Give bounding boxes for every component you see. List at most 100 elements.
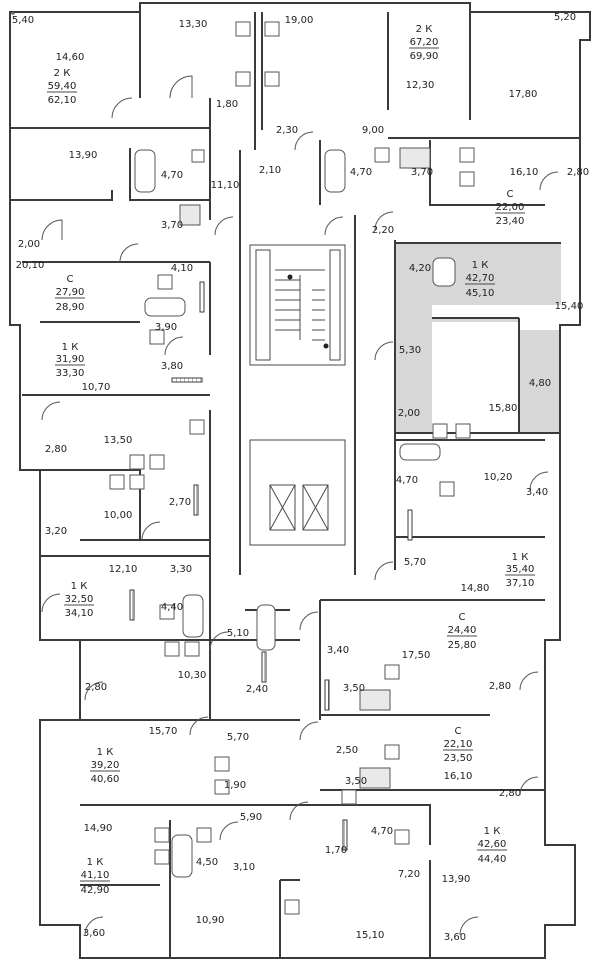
room-area-label: 17,80 <box>509 89 538 100</box>
room-area-label: 10,00 <box>104 510 133 521</box>
room-area-label: 5,90 <box>240 812 262 823</box>
apartment-label[interactable]: С 24,40 25,80 <box>447 612 477 651</box>
room-area-label: 5,10 <box>227 628 249 639</box>
room-area-label: 3,50 <box>345 776 367 787</box>
door-swings <box>41 75 559 936</box>
apartment-type: 2 К <box>54 68 71 79</box>
room-area-label: 17,50 <box>402 650 431 661</box>
apartment-label[interactable]: С 22,10 23,50 <box>443 726 473 764</box>
apartment-type: 1 К <box>484 826 501 837</box>
apartment-label[interactable]: С 22,00 23,40 <box>495 189 525 227</box>
apartment-label[interactable]: С 27,90 28,90 <box>55 274 85 313</box>
apartment-type: 2 К <box>416 24 433 35</box>
room-area-label: 4,40 <box>161 602 183 613</box>
apartment-total-area: 45,10 <box>466 288 495 299</box>
room-area-label: 2,80 <box>567 167 589 178</box>
apartment-living-area: 27,90 <box>56 287 85 298</box>
room-area-label: 1,90 <box>224 780 246 791</box>
apartment-total-area: 40,60 <box>91 774 120 785</box>
apartment-living-area: 59,40 <box>48 81 77 92</box>
room-area-label: 15,40 <box>555 301 584 312</box>
apartment-living-area: 39,20 <box>91 760 120 771</box>
room-area-label: 3,70 <box>411 167 433 178</box>
room-area-label: 3,40 <box>526 487 548 498</box>
room-area-label: 7,20 <box>398 869 420 880</box>
apartment-label[interactable]: 2 К 59,40 62,10 <box>47 68 77 106</box>
apartment-living-area: 35,40 <box>506 564 535 575</box>
room-area-label: 1,70 <box>325 845 347 856</box>
room-area-label: 5,40 <box>12 15 34 26</box>
room-area-label: 16,10 <box>510 167 539 178</box>
room-area-label: 2,80 <box>45 444 67 455</box>
apartment-type: 1 К <box>62 342 79 353</box>
room-area-label: 11,10 <box>211 180 240 191</box>
room-area-label: 14,80 <box>461 583 490 594</box>
room-area-label: 20,10 <box>16 260 45 271</box>
room-area-label: 16,10 <box>444 771 473 782</box>
apartment-type: С <box>455 726 462 737</box>
apartment-label[interactable]: 2 К 67,20 69,90 <box>409 24 439 62</box>
apartment-total-area: 69,90 <box>410 51 439 62</box>
apartment-living-area: 22,00 <box>496 202 525 213</box>
apartment-living-area: 67,20 <box>410 37 439 48</box>
apartment-label[interactable]: 1 К 31,90 33,30 <box>55 342 85 379</box>
room-area-label: 10,20 <box>484 472 513 483</box>
loggias <box>11 11 413 851</box>
room-area-label: 15,80 <box>489 403 518 414</box>
apartment-total-area: 23,50 <box>444 753 473 764</box>
room-area-label: 2,10 <box>259 165 281 176</box>
apartment-total-area: 44,40 <box>478 854 507 865</box>
apartment-living-area: 32,50 <box>65 594 94 605</box>
room-area-label: 9,00 <box>362 125 384 136</box>
apartment-label[interactable]: 1 К 32,50 34,10 <box>64 581 94 619</box>
interior-walls <box>10 12 580 958</box>
apartment-label[interactable]: 1 К 42,70 45,10 <box>465 260 495 299</box>
apartment-label[interactable]: 1 К 42,60 44,40 <box>477 826 507 865</box>
apartment-type: С <box>507 189 514 200</box>
apartment-label[interactable]: 1 К 41,10 42,90 <box>80 857 110 896</box>
apartment-living-area: 24,40 <box>448 625 477 636</box>
apartment-total-area: 37,10 <box>506 578 535 589</box>
room-area-label: 2,70 <box>169 497 191 508</box>
room-area-label: 2,80 <box>499 788 521 799</box>
apartment-living-area: 42,70 <box>466 273 495 284</box>
room-area-label: 3,10 <box>233 862 255 873</box>
highlighted-apartment[interactable] <box>396 243 561 433</box>
room-area-label: 2,30 <box>276 125 298 136</box>
room-area-label: 13,90 <box>442 874 471 885</box>
room-area-label: 3,20 <box>45 526 67 537</box>
apartment-type: С <box>67 274 74 285</box>
room-area-label: 14,90 <box>84 823 113 834</box>
room-area-label: 3,60 <box>444 932 466 943</box>
apartment-living-area: 22,10 <box>444 739 473 750</box>
apartment-type: 1 К <box>97 747 114 758</box>
apartment-total-area: 23,40 <box>496 216 525 227</box>
room-area-label: 4,80 <box>529 378 551 389</box>
room-area-label: 4,70 <box>396 475 418 486</box>
room-area-label: 12,10 <box>109 564 138 575</box>
room-area-label: 5,70 <box>227 732 249 743</box>
room-area-label: 13,50 <box>104 435 133 446</box>
room-area-label: 2,80 <box>85 682 107 693</box>
room-area-label: 4,70 <box>350 167 372 178</box>
room-area-label: 12,30 <box>406 80 435 91</box>
room-area-label: 3,60 <box>83 928 105 939</box>
room-area-label: 10,70 <box>82 382 111 393</box>
room-area-label: 10,90 <box>196 915 225 926</box>
apartment-living-area: 31,90 <box>56 354 85 365</box>
room-area-label: 2,00 <box>18 239 40 250</box>
apartment-total-area: 34,10 <box>65 608 94 619</box>
room-area-label: 4,50 <box>196 857 218 868</box>
apartment-label[interactable]: 1 К 35,40 37,10 <box>505 552 535 589</box>
room-area-label: 15,10 <box>356 930 385 941</box>
room-area-label: 13,30 <box>179 19 208 30</box>
room-area-label: 2,00 <box>398 408 420 419</box>
room-area-label: 5,30 <box>399 345 421 356</box>
room-area-label: 5,20 <box>554 12 576 23</box>
room-area-label: 2,50 <box>336 745 358 756</box>
apartment-label[interactable]: 1 К 39,20 40,60 <box>90 747 120 785</box>
apartment-type: 1 К <box>87 857 104 868</box>
room-area-label: 3,30 <box>170 564 192 575</box>
